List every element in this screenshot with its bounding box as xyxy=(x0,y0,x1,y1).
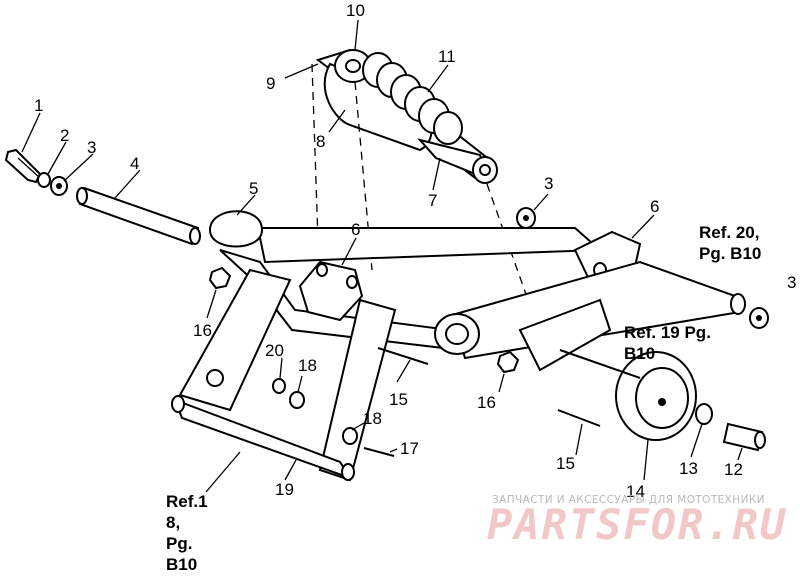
sleeve-4 xyxy=(76,186,201,246)
washer-18-lower xyxy=(342,427,358,445)
nut-16-left xyxy=(208,266,232,290)
nut-16-right xyxy=(496,350,520,374)
callout-10: 10 xyxy=(346,1,365,20)
callout-15: 15 xyxy=(556,454,575,473)
callout-6: 6 xyxy=(650,197,660,216)
watermark-tagline: ЗАПЧАСТИ И АКСЕССУАРЫ ДЛЯ МОТОТЕХНИКИ xyxy=(492,494,765,506)
washer-13 xyxy=(695,403,713,425)
shock-absorber xyxy=(315,48,498,184)
callout-19: 19 xyxy=(275,480,294,499)
washer-18-upper xyxy=(289,391,305,409)
callout-8: 8 xyxy=(316,132,326,151)
idler-wheel-14 xyxy=(615,351,697,441)
callout-5: 5 xyxy=(249,179,259,198)
callout-3: 3 xyxy=(544,174,554,193)
callout-18: 18 xyxy=(298,356,317,375)
callout-15: 15 xyxy=(389,390,408,409)
bolt-15-right xyxy=(557,409,601,427)
callout-6: 6 xyxy=(351,220,361,239)
callout-17: 17 xyxy=(400,439,419,458)
callout-1: 1 xyxy=(34,96,44,115)
nut-2 xyxy=(37,172,51,188)
callout-3: 3 xyxy=(87,138,97,157)
nut-20 xyxy=(272,378,286,394)
callout-14: 14 xyxy=(626,482,645,501)
ref-20-note: Ref. 20, Pg. B10 xyxy=(699,223,762,263)
callout-13: 13 xyxy=(679,459,698,478)
cross-shaft xyxy=(434,260,746,372)
bolt-15-left xyxy=(377,347,429,365)
axle xyxy=(559,349,641,379)
callout-7: 7 xyxy=(428,191,438,210)
leader-lines xyxy=(21,19,743,493)
callout-18: 18 xyxy=(363,409,382,428)
ref-18-note: Ref.1 8, Pg. B10 xyxy=(166,492,208,574)
watermark-logo: PARTSFOR.RU xyxy=(487,500,788,549)
rear-arm-frame xyxy=(171,210,603,482)
callout-9: 9 xyxy=(266,74,276,93)
bolt-1 xyxy=(4,148,42,184)
callout-3: 3 xyxy=(787,273,797,292)
callout-12: 12 xyxy=(724,460,743,479)
callout-20: 20 xyxy=(265,341,284,360)
bolt-17 xyxy=(363,447,395,457)
callout-16: 16 xyxy=(477,393,496,412)
spacer-12 xyxy=(722,422,766,452)
callout-11: 11 xyxy=(438,47,456,66)
callout-2: 2 xyxy=(60,126,70,145)
callout-4: 4 xyxy=(130,154,140,173)
callout-16: 16 xyxy=(193,321,212,340)
ref-19-note: Ref. 19 Pg. B10 xyxy=(624,323,711,363)
